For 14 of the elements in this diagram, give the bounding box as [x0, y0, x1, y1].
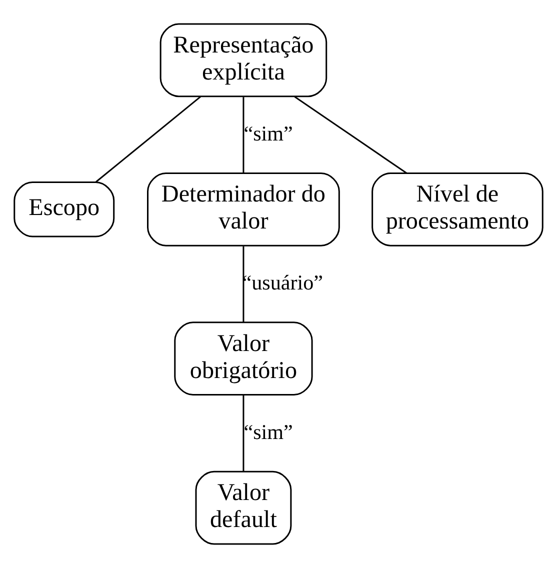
node-box: Representação explícita: [160, 22, 328, 97]
node-box: Determinador do valor: [147, 172, 340, 246]
node-box: Valor default: [195, 470, 292, 544]
connector: [294, 96, 408, 174]
node-box: Nível de processamento: [372, 172, 544, 246]
node-box: Escopo: [14, 181, 115, 237]
connector: [242, 246, 244, 322]
connector: [242, 96, 244, 172]
edge-label: “sim”: [244, 419, 293, 444]
edge-label: “sim”: [244, 120, 293, 145]
connector: [242, 395, 244, 471]
node-box: Valor obrigatório: [174, 321, 313, 396]
connector: [96, 96, 201, 182]
edge-label: “usuário”: [242, 270, 324, 294]
